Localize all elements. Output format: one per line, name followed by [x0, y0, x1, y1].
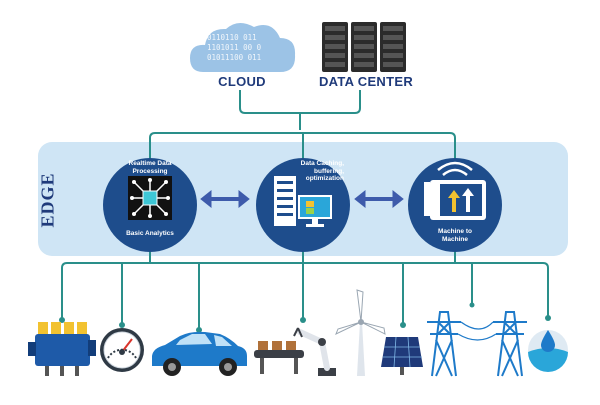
- car-icon: [152, 331, 247, 376]
- cloud-label: CLOUD: [218, 74, 266, 89]
- water-drop-icon: [528, 330, 568, 372]
- edge-label: EDGE: [37, 172, 58, 228]
- analytics-subtitle: Basic Analytics: [126, 230, 174, 237]
- chip-icon: [128, 176, 172, 220]
- wind-turbine-icon: [335, 289, 386, 376]
- data-center-icon: [322, 22, 406, 72]
- cloud-icon: [190, 22, 296, 72]
- gauge-icon: [100, 328, 144, 372]
- bottom-connectors: [61, 240, 549, 330]
- arrow-left-right: [200, 189, 404, 209]
- m2m-subtitle: Machine to Machine: [438, 228, 472, 243]
- solar-panel-icon: [381, 336, 423, 375]
- data-center-label: DATA CENTER: [318, 74, 414, 89]
- caching-title: Data Caching, buffering, optimization: [300, 160, 344, 182]
- server-monitor-icon: [274, 176, 332, 227]
- cloud-binary: 0110110 011 1101011 00 0 01011100 011: [207, 33, 262, 62]
- machine-to-machine-icon: [424, 161, 486, 220]
- power-tower-icon: [427, 311, 527, 377]
- engine-icon: [28, 322, 96, 376]
- analytics-title: Realtime Data Processing: [128, 160, 172, 175]
- robot-arm-icon: [254, 327, 336, 376]
